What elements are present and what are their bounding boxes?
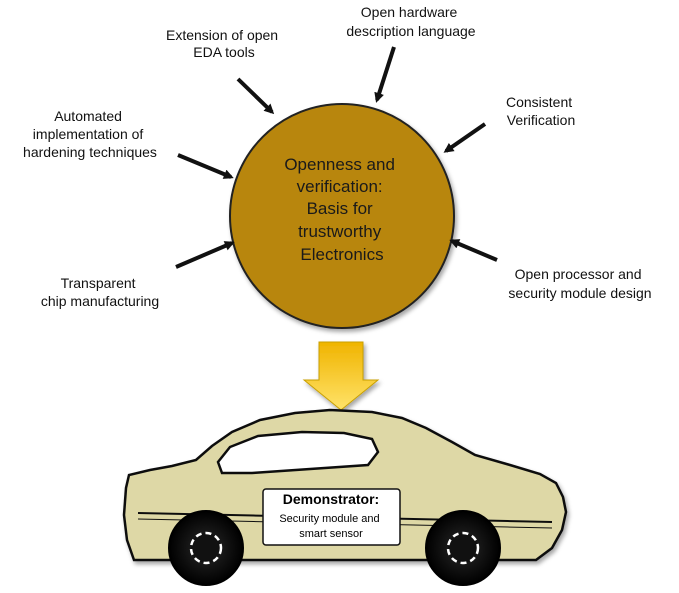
label-line: Open hardware (361, 4, 458, 20)
label-line: implementation of (33, 126, 144, 142)
label-processor-design: Open processor and security module desig… (508, 266, 651, 301)
arrow-eda-tools (236, 77, 275, 115)
center-label-line: trustworthy (298, 222, 382, 241)
label-hdl: Open hardware description language (346, 4, 475, 39)
hubcap (446, 531, 480, 565)
center-label-line: Openness and (284, 155, 395, 174)
input-arrows (175, 46, 498, 269)
arrow-hardening (177, 153, 234, 179)
label-line: security module design (508, 285, 651, 301)
label-line: Automated (54, 108, 122, 124)
label-line: Consistent (506, 94, 572, 110)
down-arrow-icon (302, 341, 380, 411)
label-line: hardening techniques (23, 144, 157, 160)
center-label-line: verification: (297, 177, 383, 196)
arrow-processor-design (449, 239, 498, 262)
demonstrator-subtitle: Security module and smart sensor (279, 513, 382, 540)
demonstrator-box (262, 488, 401, 546)
label-line: EDA tools (193, 44, 254, 60)
label-manufacturing: Transparent chip manufacturing (41, 275, 159, 309)
label-line: Verification (507, 112, 575, 128)
label-line: chip manufacturing (41, 293, 159, 309)
center-circle (229, 103, 455, 329)
label-line: description language (346, 23, 475, 39)
label-line: Transparent (61, 275, 136, 291)
car-window (216, 430, 380, 475)
demonstrator-title: Demonstrator: (283, 491, 379, 507)
arrow-hdl (374, 46, 396, 103)
label-eda-tools: Extension of open EDA tools (166, 27, 282, 60)
rear-wheel (425, 510, 501, 586)
center-label-line: Electronics (300, 245, 383, 264)
subtitle-line: Security module and (279, 513, 379, 525)
center-label: Openness and verification: Basis for tru… (284, 155, 399, 264)
label-line: Extension of open (166, 27, 278, 43)
label-hardening: Automated implementation of hardening te… (23, 108, 157, 160)
center-label-line: Basis for (307, 199, 373, 218)
front-wheel (168, 510, 244, 586)
arrow-verification (443, 122, 487, 153)
subtitle-line: smart sensor (299, 528, 363, 540)
hubcap (189, 531, 223, 565)
arrow-manufacturing (175, 241, 235, 269)
label-verification: Consistent Verification (506, 94, 576, 128)
label-line: Open processor and (515, 266, 642, 282)
